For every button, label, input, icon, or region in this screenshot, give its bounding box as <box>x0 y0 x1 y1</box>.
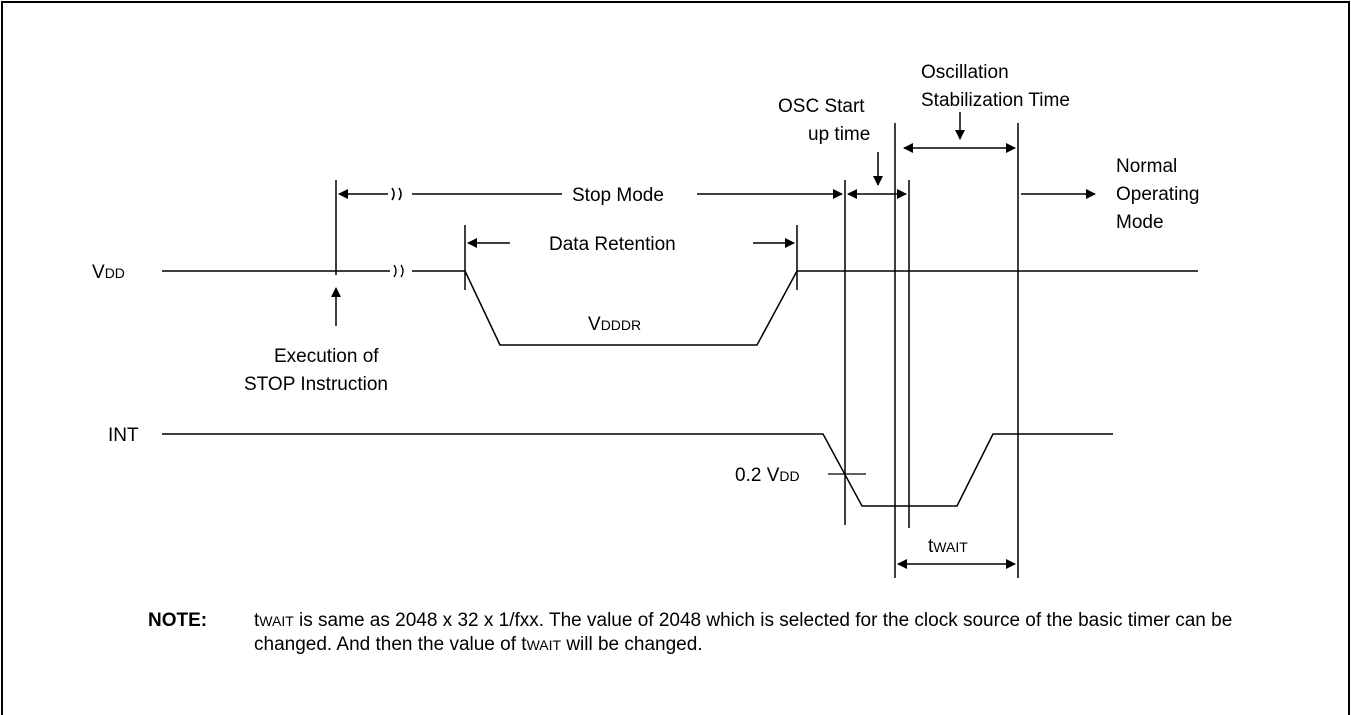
osc-start-arrows <box>847 152 907 199</box>
stabilization-label-line1: Oscillation <box>921 62 1009 83</box>
vertical-markers <box>335 123 1019 578</box>
vdd-break-mark <box>393 264 404 278</box>
vdddr-label: VDDDR <box>588 314 641 335</box>
execution-label-line2: STOP Instruction <box>244 374 388 395</box>
int-waveform <box>162 433 1113 507</box>
normal-mode-line3: Mode <box>1116 212 1164 233</box>
stop-mode-arrows <box>338 187 843 201</box>
vdd-waveform <box>162 270 1198 346</box>
osc-start-label-line2: up time <box>808 124 870 145</box>
normal-mode-line2: Operating <box>1116 184 1199 205</box>
stabilization-arrows <box>903 112 1016 153</box>
stabilization-label-line2: Stabilization Time <box>921 90 1070 111</box>
note-text: tWAIT is same as 2048 x 32 x 1/fxx. The … <box>254 610 1233 655</box>
stop-mode-label: Stop Mode <box>572 185 664 206</box>
vdd-signal-label: VDD <box>92 262 125 283</box>
note-heading: NOTE: <box>148 610 208 631</box>
twait-label: tWAIT <box>928 536 968 557</box>
normal-mode-line1: Normal <box>1116 156 1177 177</box>
osc-start-label-line1: OSC Start <box>778 96 865 117</box>
int-signal-label: INT <box>108 425 139 446</box>
execution-label-line1: Execution of <box>274 346 379 367</box>
threshold-label: 0.2 VDD <box>735 465 800 486</box>
data-retention-label: Data Retention <box>549 234 676 255</box>
